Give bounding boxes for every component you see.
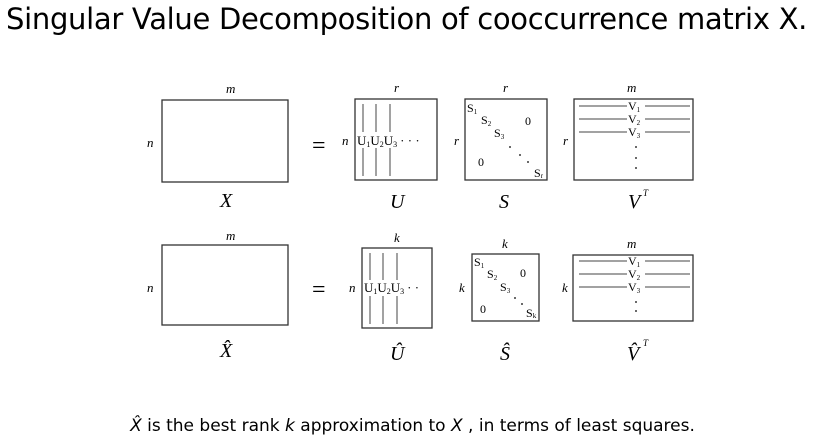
matrix-x: m n X — [147, 81, 289, 212]
svg-text:m: m — [627, 80, 636, 95]
label-u: U — [390, 191, 406, 213]
svg-text:m: m — [226, 228, 235, 243]
svg-text:T: T — [643, 338, 649, 348]
matrix-x-hat: m n X̂ — [147, 228, 289, 362]
svg-text:V1: V1 — [628, 254, 641, 269]
label-s: S — [499, 191, 509, 213]
matrix-s-hat: k k S1 S2 S3 0 0 Sk Ŝ — [459, 236, 540, 365]
svg-text:S1: S1 — [467, 101, 478, 116]
svg-text:n: n — [147, 280, 154, 295]
label-u-hat: Û — [390, 341, 406, 365]
svg-text:0: 0 — [480, 302, 486, 316]
label-s-hat: Ŝ — [500, 341, 510, 365]
slide-title: Singular Value Decomposition of cooccurr… — [6, 2, 808, 36]
svg-text:r: r — [503, 80, 509, 95]
equals-sign: = — [312, 133, 326, 159]
svg-text:0: 0 — [520, 266, 526, 280]
dim-m: m — [226, 81, 235, 96]
svg-text:k: k — [394, 230, 400, 245]
matrix-s: r r S1 S2 S3 0 0 Sr S — [454, 80, 548, 213]
svg-text:V2: V2 — [628, 112, 641, 127]
label-x: X — [219, 190, 233, 212]
dim-n: n — [342, 133, 349, 148]
svg-text:r: r — [454, 133, 460, 148]
svg-text:k: k — [502, 236, 508, 251]
svg-text:k: k — [562, 280, 568, 295]
svg-text:S3: S3 — [500, 280, 511, 295]
svg-text:k: k — [459, 280, 465, 295]
svg-text:U1U2U3· ·: U1U2U3· · — [364, 280, 419, 296]
svg-text:T: T — [643, 188, 649, 198]
svg-text:V3: V3 — [628, 280, 641, 295]
svg-text:V2: V2 — [628, 267, 641, 282]
svg-text:0: 0 — [478, 155, 484, 169]
svg-text:m: m — [627, 236, 636, 251]
svg-text:0: 0 — [525, 114, 531, 128]
svg-text:U1U2U3· · ·: U1U2U3· · · — [357, 133, 420, 149]
label-vt: V — [628, 191, 643, 213]
label-x-hat: X̂ — [219, 339, 233, 362]
svg-text:S1: S1 — [474, 255, 485, 270]
matrix-u-hat: k n U1U2U3· · Û — [349, 230, 433, 365]
dim-n: n — [147, 135, 154, 150]
svg-text:V3: V3 — [628, 125, 641, 140]
matrix-u: r n U1U2U3· · · U — [342, 80, 438, 213]
svg-text:S2: S2 — [481, 113, 492, 128]
svg-text:n: n — [349, 280, 356, 295]
label-vt-hat: V̂ — [627, 342, 642, 365]
equals-sign: = — [312, 277, 326, 303]
svg-text:S3: S3 — [494, 126, 505, 141]
svg-text:S2: S2 — [487, 267, 498, 282]
dim-r: r — [394, 80, 400, 95]
matrix-vt-hat: m k V1 V2 V3 V̂ T — [562, 236, 694, 365]
svg-text:V1: V1 — [628, 99, 641, 114]
svg-text:r: r — [563, 133, 569, 148]
matrix-vt: m r V1 V2 V3 V T — [563, 80, 694, 213]
svg-text:Sr: Sr — [534, 166, 544, 180]
caption: X̂ is the best rank k approximation to X… — [130, 416, 695, 436]
svg-text:Sk: Sk — [526, 306, 537, 320]
